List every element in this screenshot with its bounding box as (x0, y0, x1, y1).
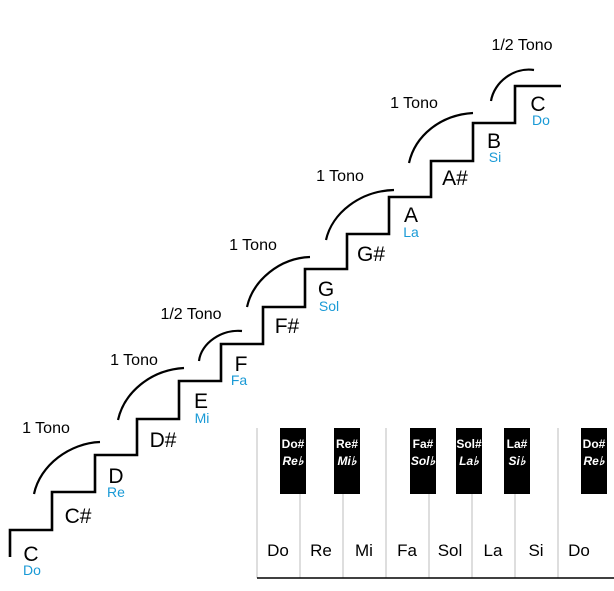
interval-labels: 1 Tono 1 Tono 1/2 Tono 1 Tono 1 Tono 1 T… (22, 37, 553, 437)
interval-arc-4 (324, 188, 395, 241)
black-key-sharp-label: Do# (282, 437, 305, 451)
interval-label-0: 1 Tono (22, 420, 70, 437)
interval-label-4: 1 Tono (316, 168, 364, 185)
step-4-note: E (194, 390, 208, 413)
step-7-solfege: Sol (319, 298, 339, 314)
black-key-flat-label: Mi♭ (338, 454, 357, 468)
black-key (456, 428, 482, 494)
black-key-flat-label: La♭ (459, 454, 479, 468)
interval-arcs (32, 68, 535, 495)
white-key-label: Sol (438, 541, 463, 560)
interval-arc-1 (116, 366, 185, 421)
piano-keyboard: Do Re Mi Fa Sol La Si Do Do# Re♭ Re# Mi♭… (256, 428, 614, 579)
step-10-note: A# (442, 167, 468, 190)
interval-arc-0 (32, 440, 101, 495)
black-key-sharp-label: La# (507, 437, 528, 451)
interval-label-6: 1/2 Tono (491, 37, 552, 54)
black-key-flat-label: Re♭ (283, 454, 304, 468)
step-5-note: F (235, 353, 248, 376)
black-key-flat-label: Si♭ (509, 454, 526, 468)
step-11-solfege: Si (489, 149, 501, 165)
step-2-solfege: Re (107, 484, 125, 500)
black-key-sharp-label: Do# (583, 437, 606, 451)
step-4-solfege: Mi (195, 410, 210, 426)
interval-label-5: 1 Tono (390, 95, 438, 112)
step-1-note: C# (65, 505, 92, 528)
interval-label-1: 1 Tono (110, 352, 158, 369)
step-6-note: F# (275, 315, 300, 338)
black-key (504, 428, 530, 494)
staircase-outline (8, 84, 561, 557)
step-12-solfege: Do (532, 112, 550, 128)
step-labels: C Do C# D Re D# E Mi F Fa F# G Sol G# A … (23, 93, 550, 578)
interval-arc-3 (245, 255, 311, 308)
interval-label-3: 1 Tono (229, 237, 277, 254)
step-9-solfege: La (403, 224, 419, 240)
black-key (334, 428, 360, 494)
black-key (410, 428, 436, 494)
interval-arc-5 (407, 111, 474, 164)
white-key-label: Si (528, 541, 543, 560)
interval-arc-6 (489, 68, 535, 102)
white-key-label: Do (267, 541, 289, 560)
step-8-note: G# (357, 243, 385, 266)
black-key-flat-label: Sol♭ (411, 454, 436, 468)
step-11-note: B (487, 130, 501, 153)
white-key-label: Mi (355, 541, 373, 560)
white-key-label: La (484, 541, 503, 560)
step-5-solfege: Fa (231, 372, 248, 388)
black-key-sharp-label: Sol# (456, 437, 482, 451)
white-key-label: Do (568, 541, 590, 560)
interval-arc-2 (197, 329, 243, 362)
step-0-note: C (23, 543, 38, 566)
step-2-note: D (108, 465, 123, 488)
step-9-note: A (404, 204, 418, 227)
interval-label-2: 1/2 Tono (160, 306, 221, 323)
white-key-label: Re (310, 541, 332, 560)
black-key (280, 428, 306, 494)
black-key-sharp-label: Re# (336, 437, 358, 451)
white-key-label: Fa (397, 541, 417, 560)
step-12-note: C (530, 93, 545, 116)
step-0-solfege: Do (23, 562, 41, 578)
step-7-note: G (318, 278, 334, 301)
black-key-flat-label: Re♭ (584, 454, 605, 468)
black-key-sharp-label: Fa# (413, 437, 434, 451)
black-key (581, 428, 607, 494)
step-3-note: D# (150, 429, 177, 452)
